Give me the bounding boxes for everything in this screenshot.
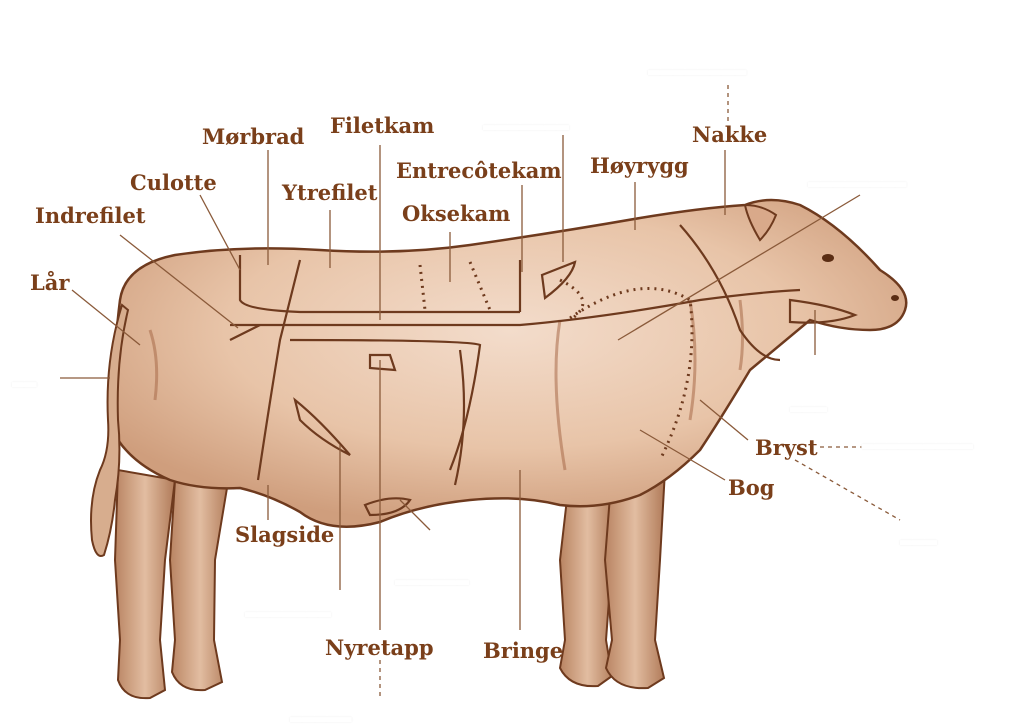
cow-nostril [891,295,899,301]
ghost-label-3: ▂▂▂▂▂▂▂▂ [808,170,906,186]
label-laar: Lår [30,272,69,293]
label-filetkam: Filetkam [330,115,434,136]
rear-leg-front [170,470,230,690]
ghost-label-9: ▂▂▂▂▂▂▂ [245,600,331,616]
label-nyretapp: Nyretapp [325,637,434,658]
ghost-label-1: ▂▂▂▂▂▂▂▂ [648,58,746,74]
ghost-label-4: ▂▂ [12,370,37,386]
cow-body [114,200,906,527]
ghost-label-2: ▂▂▂▂▂▂▂ [483,113,569,129]
label-culotte: Culotte [130,172,217,193]
rear-leg-back [115,470,175,698]
ghost-label-7: ▂▂▂ [900,528,937,544]
label-oksekam: Oksekam [402,203,510,224]
label-bringe: Bringe [483,640,563,661]
label-morbrad: Mørbrad [202,126,304,147]
label-ytrefilet: Ytrefilet [282,182,377,203]
label-bog: Bog [728,477,774,498]
ghost-label-10: ▂▂▂▂▂ [290,705,352,721]
ghost-label-8: ▂▂▂▂▂▂ [395,568,469,584]
label-nakke: Nakke [692,124,767,145]
cow-eye [822,254,834,262]
label-indrefilet: Indrefilet [35,205,146,226]
label-entrecotekam: Entrecôtekam [396,160,562,181]
ghost-label-5: ▂▂▂ [790,395,827,411]
label-bryst: Bryst [755,437,818,458]
ghost-label-6: ▂▂▂▂▂▂▂▂▂ [862,432,973,448]
label-slagside: Slagside [235,524,334,545]
label-hoyrygg: Høyrygg [590,155,689,176]
